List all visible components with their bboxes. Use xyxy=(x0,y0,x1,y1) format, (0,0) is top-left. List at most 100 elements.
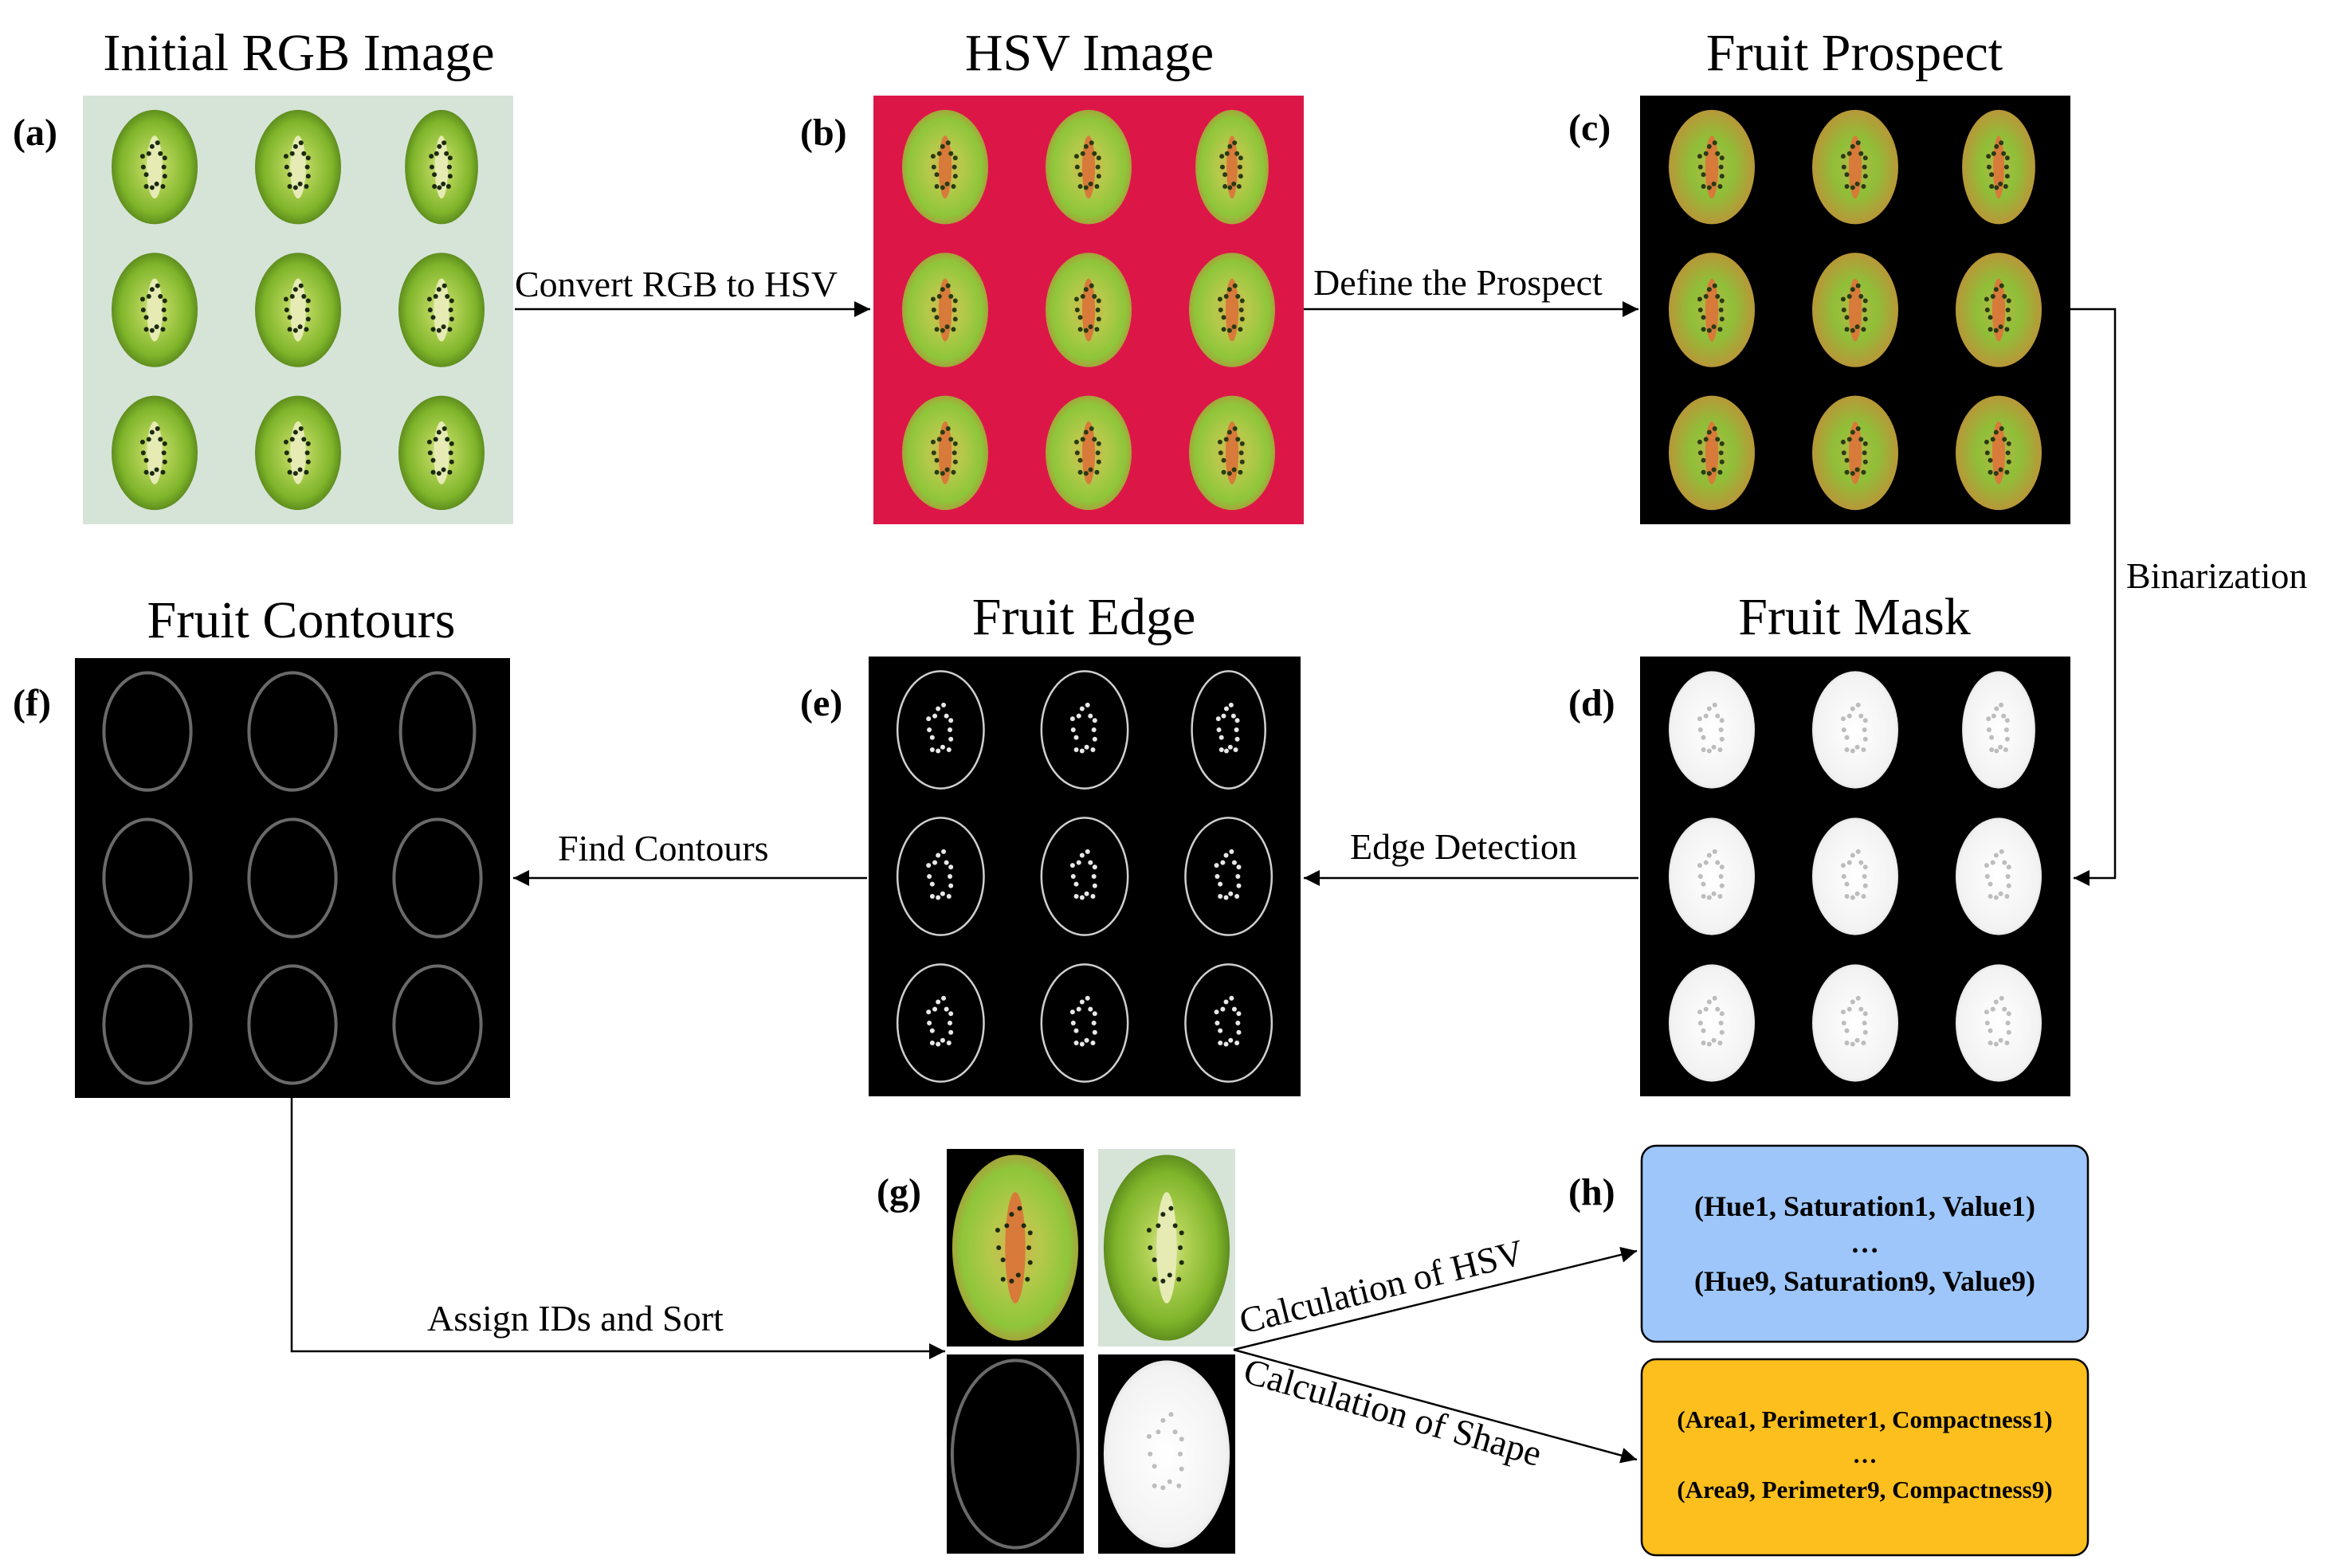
panel-c-kiwi-seed xyxy=(2004,155,2010,161)
panel-e-kiwi-edge-point xyxy=(1091,1021,1097,1025)
panel-d-kiwi-seed xyxy=(1706,853,1712,858)
panel-a-kiwi-seed xyxy=(140,164,146,170)
panel-f-kiwi-contour xyxy=(247,964,338,1085)
panel-a-kiwi-seed xyxy=(448,450,453,456)
panel-g-letter: (g) xyxy=(877,1171,921,1213)
panel-b-kiwi-seed xyxy=(1083,185,1089,190)
crop-2-core xyxy=(1156,1192,1177,1303)
panel-a-kiwi-seed xyxy=(304,469,309,475)
panel-b-kiwi-seed xyxy=(1239,298,1245,304)
crop-4-seed xyxy=(1152,1464,1157,1469)
panel-b-kiwi-seed xyxy=(952,441,958,446)
panel-a-kiwi-seed xyxy=(448,308,453,312)
panel-b-kiwi-seed xyxy=(934,327,940,332)
panel-e-kiwi-edge-point xyxy=(1092,1029,1097,1035)
panel-b-kiwi-seed xyxy=(936,437,942,442)
crop-4-seed xyxy=(1178,1452,1183,1456)
panel-c-kiwi-seed xyxy=(1993,327,1999,333)
panel-a-kiwi-core xyxy=(147,135,163,199)
panel-a-kiwi-seed xyxy=(305,174,311,179)
panel-d-kiwi-seed xyxy=(1988,1041,1993,1046)
panel-d-kiwi-seed xyxy=(1993,999,1999,1005)
hsv-result-box: (Hue1, Saturation1, Value1) … (Hue9, Sat… xyxy=(1640,1144,2090,1343)
crop-4-seed xyxy=(1148,1452,1153,1456)
panel-b-kiwi-seed xyxy=(1073,154,1079,159)
panel-e-kiwi-edge-point xyxy=(936,1041,941,1047)
panel-e-kiwi-edge-point xyxy=(1218,1041,1223,1046)
panel-d-kiwi-seed xyxy=(1855,702,1861,708)
panel-d-kiwi-seed xyxy=(2004,718,2010,723)
panel-d-kiwi-seed xyxy=(1718,874,1724,879)
panel-b-kiwi-seed xyxy=(1073,439,1079,445)
panel-a-kiwi-seed xyxy=(433,437,438,442)
panel-d-title: Fruit Mask xyxy=(1738,588,1971,646)
panel-b-kiwi-seed xyxy=(952,155,958,161)
panel-a-kiwi-seed xyxy=(427,308,433,312)
crop-4-seed xyxy=(1179,1466,1184,1472)
label-calc-hsv: Calculation of HSV xyxy=(1235,1232,1528,1342)
panel-e-kiwi-edge-point xyxy=(948,883,954,888)
panel-d-kiwi-seed xyxy=(1861,747,1866,753)
panel-e-kiwi-edge-point xyxy=(1084,891,1089,896)
crop-1-seed xyxy=(1027,1260,1033,1265)
panel-a-kiwi-seed xyxy=(430,457,436,463)
panel-e-kiwi-edge-point xyxy=(1234,894,1240,900)
crop-1-seed xyxy=(996,1245,1002,1250)
panel-d-kiwi-seed xyxy=(1986,716,1991,722)
panel-c-kiwi-seed xyxy=(1717,184,1723,190)
panel-d-kiwi-seed xyxy=(1988,894,1993,900)
panel-c-kiwi-seed xyxy=(2003,164,2009,170)
panel-e-kiwi-edge-point xyxy=(927,1021,932,1025)
panel-c-kiwi-seed xyxy=(1862,450,1867,456)
panel-c-kiwi-seed xyxy=(1844,315,1850,320)
panel-a-kiwi-seed xyxy=(305,298,311,304)
panel-b-kiwi-seed xyxy=(1083,471,1089,476)
panel-c-kiwi-seed xyxy=(1719,441,1725,446)
crop-1-seed xyxy=(1009,1212,1014,1217)
panel-a-kiwi-seed xyxy=(289,151,295,156)
panel-e-kiwi-edge-point xyxy=(1079,706,1085,711)
panel-c-kiwi-seed xyxy=(1844,184,1850,190)
crop-4-seed xyxy=(1179,1437,1184,1442)
panel-b-kiwi-seed xyxy=(940,143,945,149)
panel-b-kiwi-seed xyxy=(952,450,957,456)
panel-a-kiwi-seed xyxy=(447,155,453,161)
panel-b-kiwi-seed xyxy=(1096,316,1101,322)
panel-d-kiwi-seed xyxy=(1858,713,1864,719)
panel-e-kiwi-edge-point xyxy=(1079,999,1085,1005)
panel-d-kiwi-seed xyxy=(1862,736,1868,742)
panel-c-kiwi-seed xyxy=(1719,316,1725,322)
panel-c-kiwi-seed xyxy=(1846,294,1852,300)
panel-b-kiwi-seed xyxy=(1224,151,1230,156)
panel-c-kiwi-seed xyxy=(1719,174,1725,179)
panel-e-kiwi-outline xyxy=(1040,963,1129,1083)
panel-d-kiwi-seed xyxy=(1988,881,1993,887)
panel-a-kiwi-seed xyxy=(301,437,307,442)
panel-b-kiwi-seed xyxy=(1073,296,1079,302)
panel-e-kiwi-edge-point xyxy=(1091,874,1097,879)
panel-e-kiwi-edge-point xyxy=(1070,727,1076,732)
panel-d-kiwi-seed xyxy=(1706,895,1712,900)
panel-c-kiwi-seed xyxy=(1994,143,1999,149)
panel-c-kiwi-seed xyxy=(1999,283,2004,288)
panel-c-kiwi-seed xyxy=(1850,429,1855,435)
panel-c-kiwi-seed xyxy=(2004,469,2010,475)
crop-2-seed xyxy=(1172,1223,1178,1229)
panel-d-kiwi-seed xyxy=(1697,1009,1702,1015)
panel-b-kiwi-seed xyxy=(1238,450,1244,456)
panel-d-kiwi-seed xyxy=(1989,735,1995,740)
panel-b-kiwi-seed xyxy=(1227,143,1233,149)
panel-d-kiwi-seed xyxy=(2002,860,2007,865)
panel-e-kiwi-edge-point xyxy=(1084,1037,1089,1043)
panel-b-kiwi-seed xyxy=(1094,184,1100,190)
panel-e-kiwi-edge-point xyxy=(1234,1041,1240,1046)
panel-d-kiwi-seed xyxy=(1854,891,1860,896)
panel-a-kiwi-seed xyxy=(305,441,311,446)
panel-b-kiwi-seed xyxy=(931,164,936,170)
panel-a-kiwi-seed xyxy=(429,164,434,170)
panel-c-kiwi-seed xyxy=(1862,441,1868,446)
panel-f-background xyxy=(75,658,510,1098)
panel-b-kiwi-seed xyxy=(1094,327,1100,332)
panel-c-kiwi-seed xyxy=(1988,315,1993,320)
panel-b-kiwi-seed xyxy=(1089,140,1094,146)
